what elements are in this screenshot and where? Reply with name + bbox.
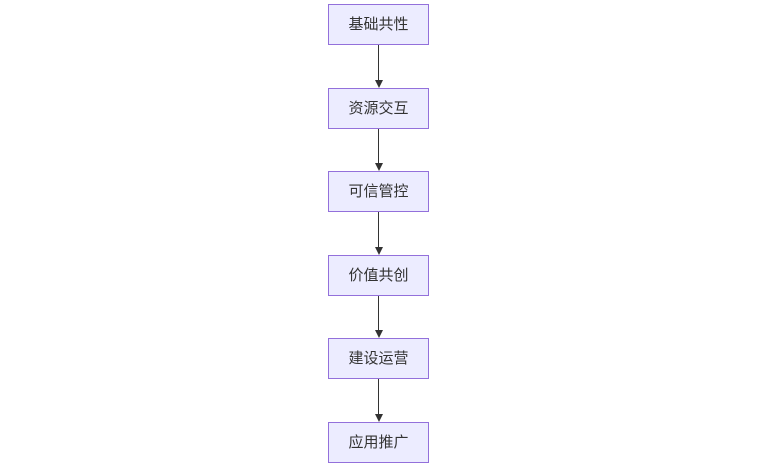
flow-node-label: 应用推广 xyxy=(348,433,409,451)
flow-node-construction-operation: 建设运营 xyxy=(328,338,429,380)
flow-node-value-cocreation: 价值共创 xyxy=(328,254,429,296)
edge-line xyxy=(377,45,380,81)
flow-node-application-promotion: 应用推广 xyxy=(328,421,429,463)
flow-node-label: 资源交互 xyxy=(348,99,409,117)
edge-connector-4 xyxy=(374,295,383,339)
flow-node-label: 价值共创 xyxy=(348,266,409,284)
flow-node-trusted-control: 可信管控 xyxy=(328,171,429,213)
flow-node-resource-interaction: 资源交互 xyxy=(328,87,429,129)
flow-node-label: 基础共性 xyxy=(348,16,409,33)
arrowhead-down-icon xyxy=(374,330,383,339)
flow-node-basic-commonality: 基础共性 xyxy=(328,4,429,45)
flow-node-label: 建设运营 xyxy=(348,350,409,368)
edge-line xyxy=(377,379,380,415)
edge-connector-2 xyxy=(374,128,383,172)
arrowhead-down-icon xyxy=(374,163,383,172)
flowchart: 基础共性 资源交互 可信管控 价值共创 建设运营 xyxy=(328,4,429,463)
arrowhead-down-icon xyxy=(374,79,383,88)
flow-node-label: 可信管控 xyxy=(348,183,409,201)
arrowhead-down-icon xyxy=(374,413,383,422)
edge-line xyxy=(377,212,380,248)
arrowhead-down-icon xyxy=(374,246,383,255)
edge-line xyxy=(377,128,380,165)
edge-line xyxy=(377,295,380,332)
edge-connector-1 xyxy=(374,45,383,88)
edge-connector-5 xyxy=(374,379,383,422)
edge-connector-3 xyxy=(374,212,383,255)
